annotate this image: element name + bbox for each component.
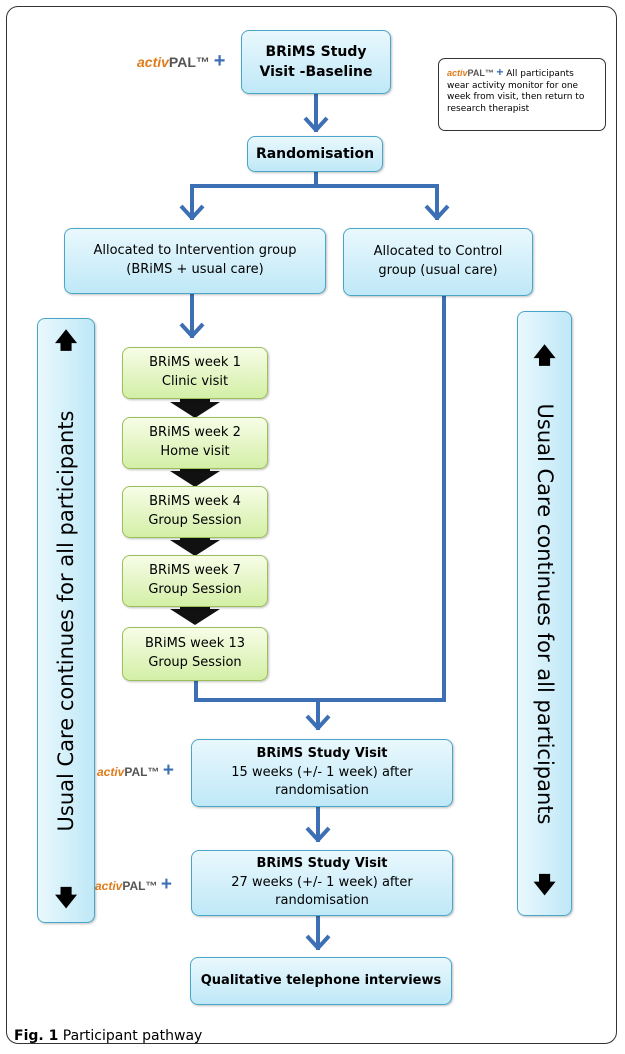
telephone-interviews-box: Qualitative telephone interviews <box>190 957 452 1005</box>
activpal-note: activPAL™ + All participants wear activi… <box>438 58 606 131</box>
figure-caption: Fig. 1 Participant pathway <box>14 1028 202 1044</box>
down-arrow-icon: 🡇 <box>533 873 556 898</box>
randomisation-box: Randomisation <box>247 136 383 172</box>
activpal-logo-visit27: activPAL™ + <box>95 874 172 895</box>
usual-care-banner-left: 🡅 Usual Care continues for all participa… <box>37 318 95 923</box>
block-arrow-4 <box>170 605 220 625</box>
block-arrow-1 <box>170 398 220 418</box>
block-arrow-2 <box>170 467 220 487</box>
usual-care-banner-right: 🡅 Usual Care continues for all participa… <box>517 311 572 916</box>
activpal-logo-visit15: activPAL™ + <box>97 760 174 781</box>
up-arrow-icon: 🡅 <box>533 344 556 369</box>
caption-label: Fig. 1 <box>14 1028 59 1044</box>
up-arrow-icon: 🡅 <box>54 329 78 354</box>
activpal-logo-baseline: activPAL™ + <box>137 50 226 72</box>
figure-frame <box>6 6 617 1044</box>
activpal-logo-note: activPAL™ + <box>447 65 504 79</box>
note-text: All participants wear activity monitor f… <box>447 69 585 115</box>
usual-care-text-left: Usual Care continues for all participant… <box>54 410 78 831</box>
usual-care-text-right: Usual Care continues for all participant… <box>532 403 557 824</box>
intervention-group-box: Allocated to Intervention group(BRiMS + … <box>64 228 326 294</box>
down-arrow-icon: 🡇 <box>54 886 78 911</box>
block-arrow-3 <box>170 536 220 556</box>
caption-text: Participant pathway <box>62 1028 203 1044</box>
